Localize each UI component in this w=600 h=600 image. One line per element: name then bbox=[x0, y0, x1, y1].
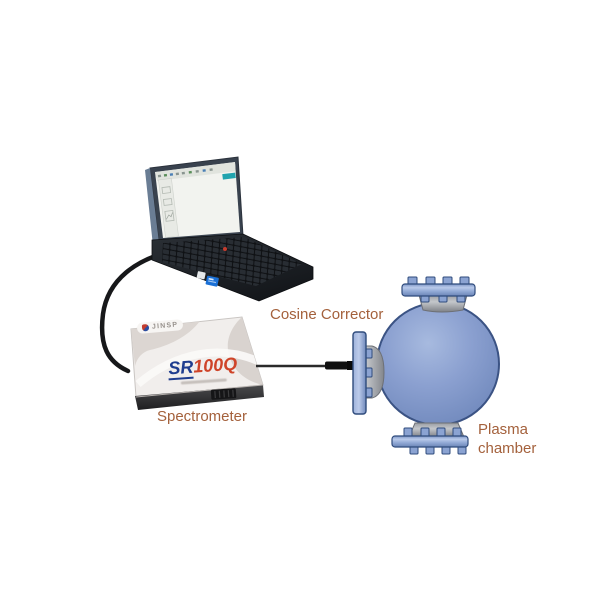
model-suffix: 100Q bbox=[192, 353, 238, 377]
brand-text: JINSP bbox=[151, 321, 179, 331]
cosine-corrector-label: Cosine Corrector bbox=[270, 306, 384, 323]
laptop-lid-edge bbox=[145, 168, 159, 246]
screen-teal-badge bbox=[222, 172, 236, 180]
usb-cable bbox=[99, 249, 171, 374]
plasma-chamber-label: Plasma chamber bbox=[478, 420, 558, 458]
cosine-corrector-plate bbox=[352, 331, 367, 415]
cosine-corrector-collar bbox=[365, 345, 385, 399]
bottom-flange bbox=[391, 422, 469, 455]
plasma-chamber-label-line1: Plasma bbox=[478, 421, 529, 438]
trackpoint-icon bbox=[223, 247, 227, 251]
laptop-stickers bbox=[196, 271, 219, 287]
model-prefix: SR bbox=[167, 356, 195, 381]
laptop bbox=[145, 156, 314, 302]
fiber-connector-nub bbox=[347, 361, 355, 370]
white-sticker bbox=[196, 271, 206, 280]
plasma-chamber bbox=[352, 276, 500, 455]
fiber-cable bbox=[256, 361, 355, 370]
top-flange-collar bbox=[418, 294, 468, 313]
top-flange-bar bbox=[401, 283, 476, 297]
plasma-chamber-sphere bbox=[376, 302, 500, 426]
top-flange bbox=[401, 276, 476, 313]
spectrometer-vent-icon bbox=[210, 388, 237, 400]
fiber-connector bbox=[325, 361, 348, 370]
bottom-flange-bar bbox=[391, 435, 469, 448]
jinsp-logo-icon bbox=[141, 323, 150, 332]
spectrometer-label: Spectrometer bbox=[156, 408, 248, 425]
cosine-corrector-flange bbox=[352, 331, 385, 415]
laptop-keyboard bbox=[162, 237, 302, 286]
plasma-chamber-label-line2: chamber bbox=[478, 440, 537, 457]
